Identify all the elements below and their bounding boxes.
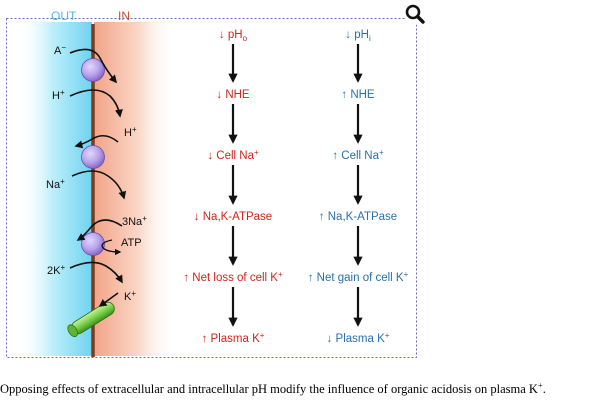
proton-influx-arrow bbox=[69, 89, 123, 118]
anion-influx-arrow bbox=[69, 48, 118, 84]
figure-frame bbox=[6, 18, 417, 358]
figure-caption: Opposing effects of extracellular and in… bbox=[0, 380, 602, 397]
magnifier-icon[interactable] bbox=[403, 2, 427, 26]
cascade-step: ↓ pHi bbox=[345, 29, 371, 43]
atp-arrow bbox=[101, 239, 122, 256]
potassium-efflux-arrow bbox=[98, 292, 119, 307]
ion-label: H+ bbox=[124, 125, 137, 139]
caption-end: . bbox=[542, 382, 546, 397]
atp-label: ATP bbox=[121, 237, 142, 249]
cascade-step: ↑ Na,K-ATPase bbox=[319, 211, 397, 223]
cascade-step: ↑ Plasma K+ bbox=[202, 331, 265, 345]
sodium-efflux-arrow bbox=[76, 219, 123, 241]
ion-label: 2K+ bbox=[47, 263, 65, 277]
ion-label: A− bbox=[54, 43, 66, 57]
in-label: IN bbox=[118, 9, 130, 23]
cascade-step: ↑ Net gain of cell K+ bbox=[308, 270, 409, 284]
cascade-step: ↑ Net loss of cell K+ bbox=[183, 270, 283, 284]
potassium-influx-arrow bbox=[69, 261, 123, 284]
sodium-influx-arrow bbox=[71, 170, 127, 200]
proton-efflux-arrow bbox=[74, 134, 119, 149]
ion-label: H+ bbox=[52, 88, 65, 102]
anion-proton-cotransporter bbox=[81, 58, 105, 82]
caption-text: Opposing effects of extracellular and in… bbox=[0, 382, 538, 397]
nhe-transporter bbox=[81, 145, 105, 169]
cascade-step: ↓ Na,K-ATPase bbox=[194, 211, 272, 223]
cascade-columns: ↓ pHo ↓ NHE ↓ Cell Na+ ↓ Na,K-ATPase ↑ Net l… bbox=[183, 29, 408, 345]
cascade-step: ↓ Plasma K+ bbox=[327, 331, 390, 345]
cascade-step: ↓ pHo bbox=[219, 29, 248, 43]
potassium-channel bbox=[67, 301, 115, 338]
ion-label: 3Na+ bbox=[122, 214, 147, 228]
cascade-step: ↓ NHE bbox=[216, 89, 250, 101]
ion-label: Na+ bbox=[46, 177, 65, 191]
ion-label: K+ bbox=[124, 289, 136, 303]
cascade-step: ↑ NHE bbox=[341, 89, 375, 101]
out-label: OUT bbox=[51, 9, 77, 23]
cascade-step: ↑ Cell Na+ bbox=[332, 148, 384, 162]
na-k-atpase-pump bbox=[81, 232, 105, 256]
caption-sup: + bbox=[537, 380, 543, 390]
extracellular-region bbox=[18, 22, 92, 356]
cascade-step: ↓ Cell Na+ bbox=[207, 148, 259, 162]
